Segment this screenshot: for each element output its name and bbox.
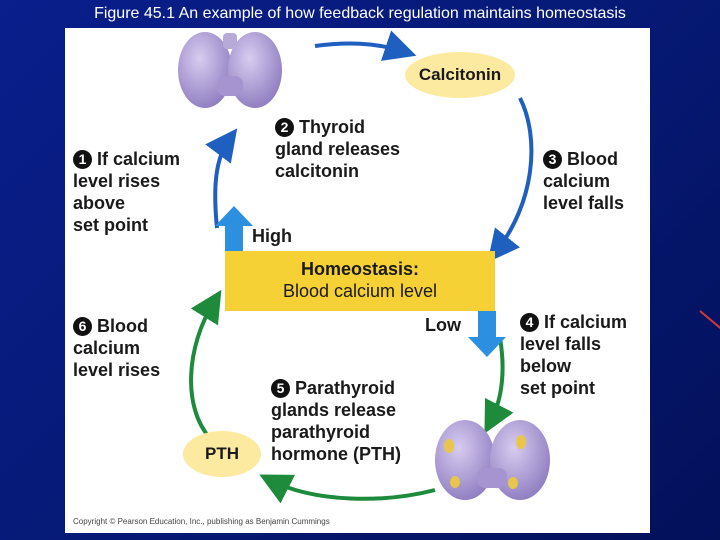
homeostasis-subtitle: Blood calcium level (282, 281, 438, 301)
step-4: 4 If calcium level falls below set point (520, 311, 627, 399)
step-line: level falls (520, 334, 602, 354)
pth-label: PTH (183, 431, 261, 477)
step-line: Blood (567, 149, 618, 169)
step-1: 1 If calcium level rises above set point (73, 148, 180, 236)
copyright-notice: Copyright © Pearson Education, Inc., pub… (73, 517, 330, 526)
step-line: set point (520, 378, 595, 398)
low-label: Low (425, 315, 461, 335)
homeostasis-title: Homeostasis: (300, 259, 420, 279)
step-line: Parathyroid (295, 378, 396, 398)
step-line: level rises (73, 171, 161, 191)
low-arrow (468, 311, 506, 357)
decorative-red-line (699, 310, 720, 332)
step-line: If calcium (97, 149, 181, 169)
step-number: 5 (271, 379, 290, 398)
cycle-arrow-to-calcitonin (314, 30, 417, 61)
step-line: calcium (543, 171, 611, 191)
thyroid-gland-icon (178, 32, 282, 108)
step-number: 2 (275, 118, 294, 137)
step-line: parathyroid (271, 422, 371, 442)
homeostasis-box: Homeostasis: Blood calcium level (225, 251, 495, 311)
slide-title: Figure 45.1 An example of how feedback r… (94, 5, 626, 22)
step-number: 3 (543, 150, 562, 169)
step-line: Blood (97, 316, 148, 336)
step-line: below (520, 356, 572, 376)
cycle-arrow-left-up (205, 128, 238, 229)
step-3: 3 Blood calcium level falls (543, 148, 624, 214)
step-6: 6 Blood calcium level rises (73, 315, 160, 381)
cycle-arrow-to-pth (259, 474, 436, 504)
step-2: 2 Thyroid gland releases calcitonin (275, 116, 400, 182)
cycle-arrow-left-up-green (189, 289, 222, 440)
step-line: gland releases (275, 139, 401, 159)
step-line: set point (73, 215, 148, 235)
high-arrow (215, 206, 253, 252)
step-line: level rises (73, 360, 161, 380)
step-line: calcium (73, 338, 141, 358)
step-line: hormone (PTH) (271, 444, 401, 464)
calcitonin-label: Calcitonin (405, 52, 515, 98)
step-number: 6 (73, 317, 92, 336)
cycle-arrow-right-down (487, 97, 534, 263)
step-line: Thyroid (299, 117, 365, 137)
step-line: calcitonin (275, 161, 360, 181)
step-line: If calcium (544, 312, 628, 332)
thyroid-with-parathyroid-icon (435, 420, 550, 500)
step-line: above (73, 193, 126, 213)
cycle-arrow-right-down-green (484, 337, 514, 434)
high-label: High (252, 226, 292, 246)
step-number: 1 (73, 150, 92, 169)
diagram-graphics (178, 30, 550, 504)
step-line: level falls (543, 193, 625, 213)
step-number: 4 (520, 313, 539, 332)
step-line: glands release (271, 400, 397, 420)
diagram-panel: Calcitonin PTH Homeostasis: Blood calciu… (65, 28, 650, 533)
